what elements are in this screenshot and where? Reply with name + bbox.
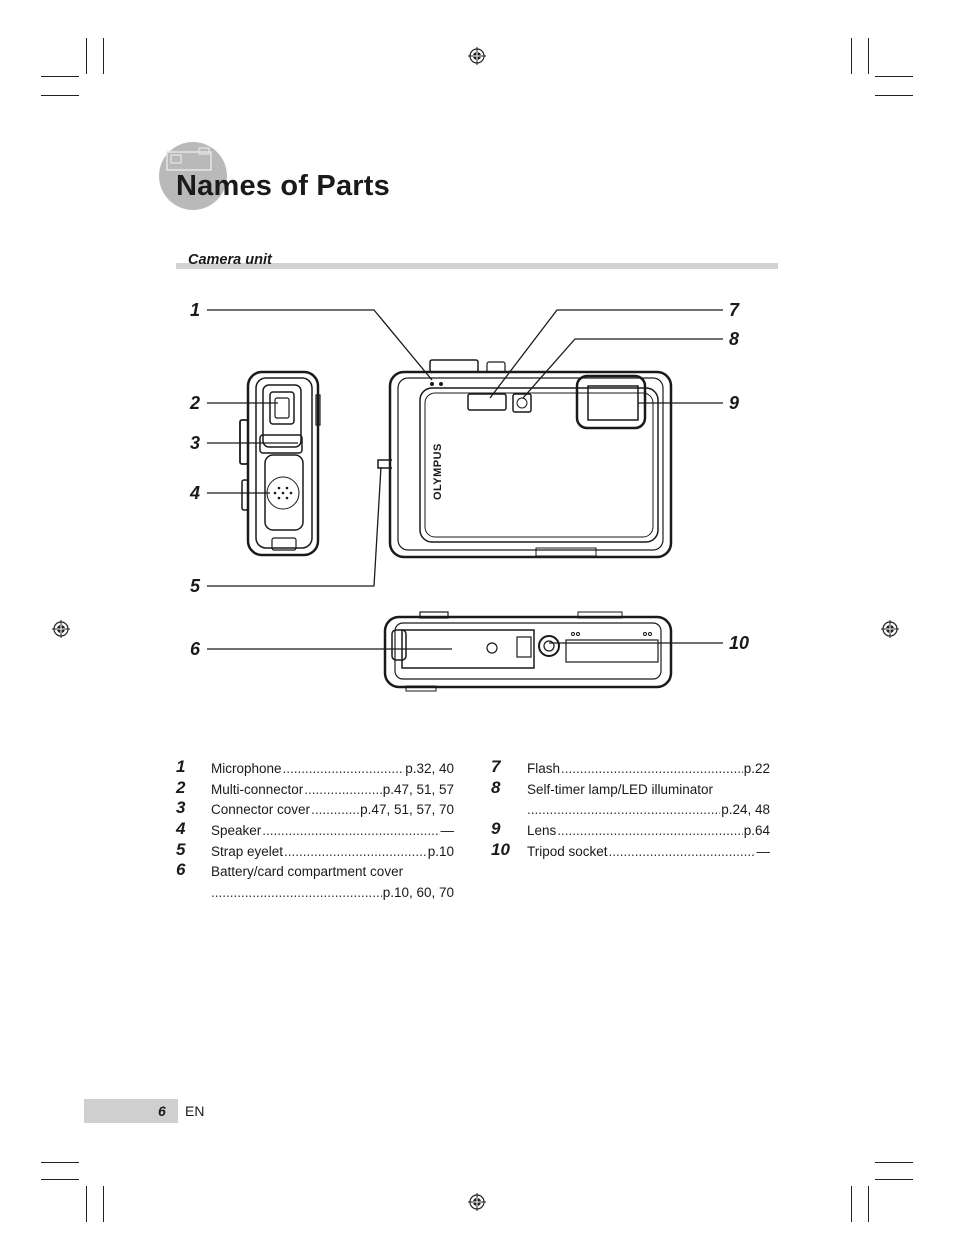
section-divider bbox=[176, 263, 778, 269]
list-item: 6 Battery/card compartment cover bbox=[176, 860, 456, 885]
part-number: 4 bbox=[176, 819, 186, 839]
page-ref: — bbox=[440, 823, 455, 839]
section-heading: Camera unit bbox=[188, 252, 272, 268]
callout-number: 4 bbox=[190, 483, 201, 503]
page-ref: p.10 bbox=[427, 843, 454, 859]
camera-front-view bbox=[377, 359, 673, 559]
crop-mark bbox=[875, 95, 913, 96]
callout-number: 3 bbox=[190, 433, 201, 453]
callout-number: 7 bbox=[729, 300, 740, 320]
crop-mark bbox=[41, 76, 79, 77]
crop-mark bbox=[41, 1162, 79, 1163]
page-ref: p.47, 51, 57 bbox=[382, 781, 454, 797]
crop-mark bbox=[86, 1186, 87, 1222]
crop-mark bbox=[868, 1186, 869, 1222]
camera-outline-icon bbox=[166, 147, 212, 171]
parts-list-right: 7 Flash p.22 8 Self-timer lamp/LED illumi… bbox=[491, 757, 772, 865]
leader-line-microphone bbox=[207, 309, 433, 381]
part-number: 6 bbox=[176, 860, 186, 880]
crop-mark bbox=[41, 95, 79, 96]
list-item: 7 Flash p.22 bbox=[491, 757, 772, 782]
list-item: 2 Multi-connector p.47, 51, 57 bbox=[176, 778, 456, 803]
part-number: 10 bbox=[491, 839, 510, 859]
crop-mark bbox=[103, 1186, 104, 1222]
list-item-continuation: p.10, 60, 70 bbox=[176, 885, 456, 906]
camera-diagram: OLYMPUS bbox=[207, 309, 723, 692]
part-name: Connector cover bbox=[211, 802, 311, 818]
part-name: Battery/card compartment cover bbox=[211, 864, 404, 880]
camera-bottom-view bbox=[383, 611, 673, 692]
part-name: Microphone bbox=[211, 761, 282, 776]
part-number: 1 bbox=[176, 757, 186, 776]
crop-mark bbox=[41, 1179, 79, 1180]
list-item: 9 Lens p.64 bbox=[491, 819, 772, 844]
callout-number: 8 bbox=[729, 329, 740, 349]
part-number: 7 bbox=[491, 757, 501, 776]
leader-line-self-timer bbox=[522, 338, 723, 399]
footer-bar bbox=[84, 1099, 178, 1123]
leader-line-flash bbox=[489, 309, 723, 399]
page-ref: p.10, 60, 70 bbox=[382, 885, 454, 901]
list-item: 10 Tripod socket — bbox=[491, 840, 772, 865]
callout-number: 1 bbox=[190, 300, 201, 320]
callout-number: 10 bbox=[729, 633, 750, 653]
camera-brand-logo: OLYMPUS bbox=[432, 443, 444, 500]
page-ref: p.47, 51, 57, 70 bbox=[360, 802, 454, 818]
part-name: Lens bbox=[527, 823, 557, 839]
part-name: Tripod socket bbox=[527, 843, 608, 859]
page-ref: p.24, 48 bbox=[721, 802, 770, 818]
title-decoration-circle bbox=[159, 142, 227, 210]
list-item: 5 Strap eyelet p.10 bbox=[176, 840, 456, 865]
part-number: 2 bbox=[176, 777, 186, 797]
registration-mark-icon bbox=[881, 620, 899, 638]
crop-mark bbox=[851, 38, 852, 74]
page-ref: p.32, 40 bbox=[405, 761, 454, 776]
callout-number: 6 bbox=[190, 639, 201, 659]
crop-mark bbox=[875, 1179, 913, 1180]
part-number: 8 bbox=[491, 777, 501, 797]
crop-mark bbox=[875, 76, 913, 77]
page-ref: p.64 bbox=[743, 823, 770, 839]
list-item: 3 Connector cover p.47, 51, 57, 70 bbox=[176, 798, 456, 823]
list-item: 4 Speaker — bbox=[176, 819, 456, 844]
registration-mark-icon bbox=[468, 1193, 486, 1211]
registration-mark-icon bbox=[468, 47, 486, 65]
part-name: Strap eyelet bbox=[211, 843, 284, 859]
crop-mark bbox=[86, 38, 87, 74]
page-number: 6 bbox=[158, 1103, 166, 1119]
registration-mark-icon bbox=[52, 620, 70, 638]
part-number: 5 bbox=[176, 839, 186, 859]
part-name: Multi-connector bbox=[211, 781, 304, 797]
crop-mark bbox=[851, 1186, 852, 1222]
part-number: 3 bbox=[176, 798, 186, 818]
callout-number: 2 bbox=[190, 393, 201, 413]
page-title: Names of Parts bbox=[176, 170, 390, 202]
part-name: Self-timer lamp/LED illuminator bbox=[527, 781, 714, 797]
list-item: 8 Self-timer lamp/LED illuminator bbox=[491, 778, 772, 803]
callout-number: 5 bbox=[190, 576, 201, 596]
leader-line-strap-eyelet bbox=[207, 466, 382, 587]
page-language: EN bbox=[185, 1103, 205, 1119]
camera-side-view bbox=[239, 370, 321, 557]
page-ref: p.22 bbox=[743, 761, 770, 776]
list-item-continuation: p.24, 48 bbox=[491, 802, 772, 823]
part-number: 9 bbox=[491, 819, 501, 839]
callout-number: 9 bbox=[729, 393, 740, 413]
part-name: Flash bbox=[527, 761, 561, 776]
page-ref: — bbox=[756, 843, 771, 859]
part-name: Speaker bbox=[211, 823, 262, 839]
crop-mark bbox=[875, 1162, 913, 1163]
crop-mark bbox=[868, 38, 869, 74]
parts-list-left: 1 Microphone p.32, 40 2 Multi-connector p.… bbox=[176, 757, 456, 906]
crop-mark bbox=[103, 38, 104, 74]
list-item: 1 Microphone p.32, 40 bbox=[176, 757, 456, 782]
